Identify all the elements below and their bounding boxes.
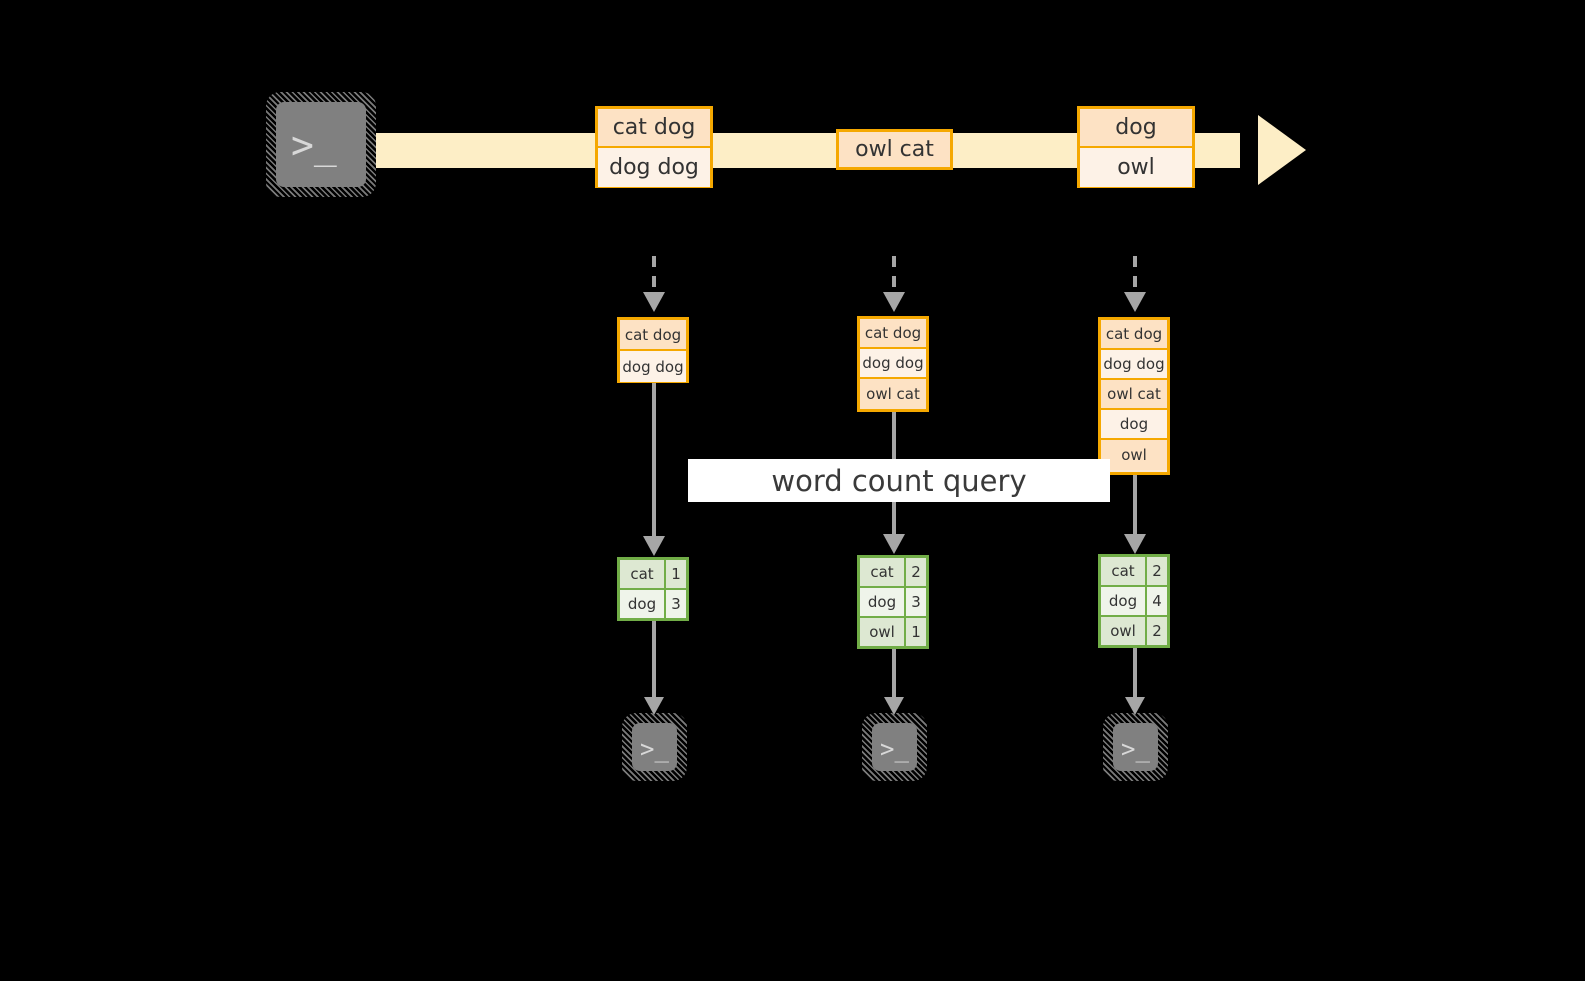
count-cell: 2 [906, 558, 926, 586]
snapshot-2-sink-arrowhead [884, 697, 904, 715]
snapshot-3-sink-arrowhead [1125, 697, 1145, 715]
snapshot-1-query-line [652, 383, 656, 538]
table-row: owl 1 [860, 618, 926, 646]
stream-event-line: owl [1080, 148, 1192, 187]
snapshot-2-sink-line [892, 649, 896, 699]
event-log-row: cat dog [620, 320, 686, 351]
count-cell: 2 [1147, 617, 1167, 645]
event-stream-arrowhead [1258, 115, 1306, 185]
event-log-row: dog dog [1101, 350, 1167, 380]
stream-event-line: dog [1080, 109, 1192, 148]
event-log-table-2[interactable]: cat dog dog dog owl cat [857, 316, 929, 412]
word-count-table-1[interactable]: cat 1 dog 3 [617, 557, 689, 621]
stream-event-2[interactable]: owl cat [836, 129, 953, 170]
event-log-row: dog [1101, 410, 1167, 440]
snapshot-3-trigger-arrowhead [1124, 292, 1146, 312]
stream-event-line: cat dog [598, 109, 710, 148]
terminal-prompt-glyph: >_ [291, 123, 337, 167]
snapshot-3-query-arrowhead [1124, 534, 1146, 554]
snapshot-1-trigger-arrowhead [643, 292, 665, 312]
sink-terminal-3[interactable]: >_ [1103, 713, 1168, 781]
terminal-prompt-glyph: >_ [880, 735, 909, 763]
event-log-row: cat dog [860, 319, 926, 349]
table-row: dog 3 [620, 590, 686, 618]
word-cell: cat [860, 558, 906, 586]
table-row: cat 2 [1101, 557, 1167, 587]
terminal-screen: >_ [276, 102, 366, 187]
word-cell: cat [620, 560, 666, 588]
query-label: word count query [688, 459, 1110, 502]
word-cell: dog [860, 588, 906, 616]
count-cell: 3 [906, 588, 926, 616]
stream-event-line: dog dog [598, 148, 710, 187]
terminal-screen: >_ [1113, 723, 1158, 771]
terminal-screen: >_ [872, 723, 917, 771]
event-log-row: owl cat [860, 379, 926, 409]
word-cell: owl [860, 618, 906, 646]
snapshot-2-trigger-arrowhead [883, 292, 905, 312]
event-log-row: dog dog [860, 349, 926, 379]
count-cell: 1 [906, 618, 926, 646]
snapshot-1-sink-line [652, 621, 656, 699]
terminal-screen: >_ [632, 723, 677, 771]
table-row: cat 1 [620, 560, 686, 590]
count-cell: 3 [666, 590, 686, 618]
event-log-row: owl cat [1101, 380, 1167, 410]
count-cell: 2 [1147, 557, 1167, 585]
event-log-table-3[interactable]: cat dog dog dog owl cat dog owl [1098, 317, 1170, 475]
table-row: cat 2 [860, 558, 926, 588]
word-cell: dog [620, 590, 666, 618]
word-cell: dog [1101, 587, 1147, 615]
snapshot-2-trigger-line [892, 256, 896, 296]
event-log-row: owl [1101, 440, 1167, 470]
stream-event-1[interactable]: cat dog dog dog [595, 106, 713, 188]
sink-terminal-2[interactable]: >_ [862, 713, 927, 781]
event-log-table-1[interactable]: cat dog dog dog [617, 317, 689, 383]
stream-event-line: owl cat [839, 132, 950, 167]
snapshot-3-sink-line [1133, 648, 1137, 699]
word-cell: owl [1101, 617, 1147, 645]
table-row: dog 3 [860, 588, 926, 618]
table-row: dog 4 [1101, 587, 1167, 617]
snapshot-1-query-arrowhead [643, 536, 665, 556]
snapshot-2-query-arrowhead [883, 534, 905, 554]
stream-event-3[interactable]: dog owl [1077, 106, 1195, 188]
snapshot-3-trigger-line [1133, 256, 1137, 296]
word-count-table-3[interactable]: cat 2 dog 4 owl 2 [1098, 554, 1170, 648]
terminal-prompt-glyph: >_ [1121, 735, 1150, 763]
word-cell: cat [1101, 557, 1147, 585]
source-terminal-icon[interactable]: >_ [266, 92, 376, 197]
word-count-table-2[interactable]: cat 2 dog 3 owl 1 [857, 555, 929, 649]
count-cell: 4 [1147, 587, 1167, 615]
snapshot-1-trigger-line [652, 256, 656, 296]
terminal-prompt-glyph: >_ [640, 735, 669, 763]
event-log-row: cat dog [1101, 320, 1167, 350]
event-log-row: dog dog [620, 351, 686, 382]
count-cell: 1 [666, 560, 686, 588]
snapshot-1-sink-arrowhead [644, 697, 664, 715]
table-row: owl 2 [1101, 617, 1167, 645]
sink-terminal-1[interactable]: >_ [622, 713, 687, 781]
snapshot-3-query-line [1133, 475, 1137, 536]
